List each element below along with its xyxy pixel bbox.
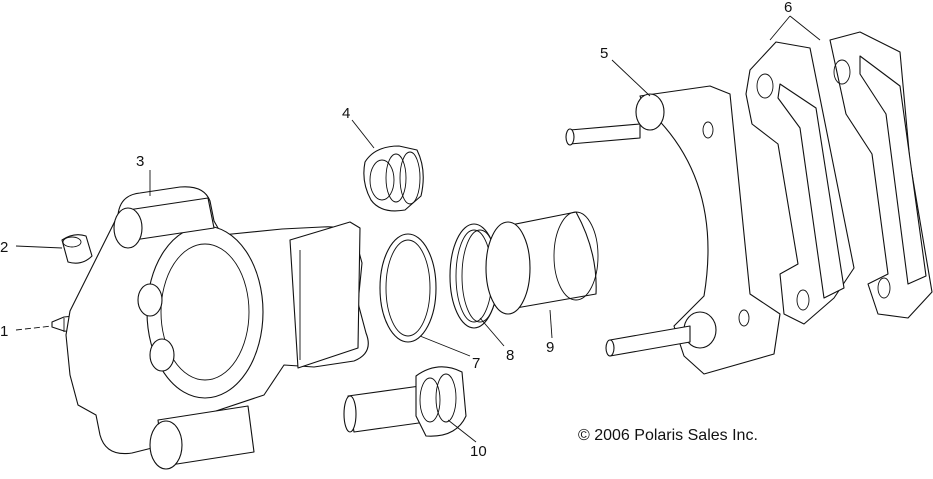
callout-9: 9 [546,339,554,356]
copyright-notice: © 2006 Polaris Sales Inc. [578,427,758,444]
callout-5: 5 [600,45,608,62]
bleeder-cap-part [61,234,93,264]
callout-7: 7 [472,355,480,372]
callout-3: 3 [136,153,144,170]
slide-pin-part [343,366,467,437]
callout-1: 1 [0,323,8,340]
callout-8: 8 [506,347,514,364]
caliper-bracket-part [565,85,781,375]
piston-seal-part [379,233,437,343]
callout-4: 4 [342,105,350,122]
caliper-body-part [65,186,369,470]
callout-2: 2 [0,239,8,256]
piston-part [485,211,599,315]
leader-lines [15,15,821,443]
brake-pads-part [745,31,933,325]
callout-10: 10 [470,443,487,460]
pin-boot-part [363,145,424,212]
callout-6: 6 [784,0,792,16]
